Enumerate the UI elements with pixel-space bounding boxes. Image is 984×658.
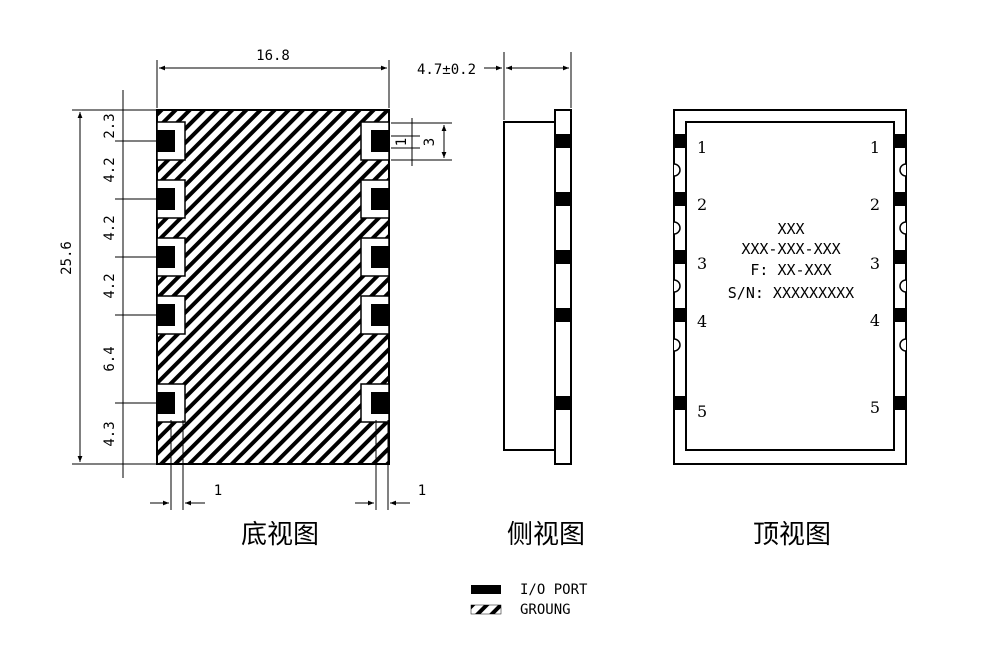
bottom-contact-left-3 bbox=[157, 246, 175, 268]
legend-swatch-io-port bbox=[471, 585, 501, 594]
top-pad-right-3 bbox=[894, 250, 906, 264]
side-lid bbox=[503, 121, 557, 451]
bottom-contact-right-5 bbox=[371, 392, 389, 414]
bottom-view: 16.8 25.6 2.3 4.2 4.2 4.2 6.4 4.3 bbox=[59, 48, 452, 550]
dim-width bbox=[156, 60, 390, 108]
dim-pad-width bbox=[150, 420, 410, 510]
legend-label-io-port: I/O PORT bbox=[520, 582, 588, 598]
side-pad-5 bbox=[555, 396, 571, 410]
top-notch-right-1 bbox=[899, 163, 907, 177]
pin-left-1: 1 bbox=[697, 138, 707, 157]
side-view: 4.7±0.2 侧视图 bbox=[417, 52, 585, 550]
pin-right-2: 2 bbox=[870, 195, 880, 214]
top-pad-right-5 bbox=[894, 396, 906, 410]
marking-line-1: XXX bbox=[777, 220, 804, 238]
bottom-contact-left-2 bbox=[157, 188, 175, 210]
dim-pad-size bbox=[391, 118, 452, 166]
pin-left-2: 2 bbox=[697, 195, 707, 214]
top-notch-left-1 bbox=[673, 163, 681, 177]
top-view-title: 顶视图 bbox=[753, 520, 831, 550]
pitch-label-2: 4.2 bbox=[102, 157, 118, 182]
bottom-contact-left-4 bbox=[157, 304, 175, 326]
legend-swatch-ground bbox=[470, 604, 502, 615]
bottom-contact-right-1 bbox=[371, 130, 389, 152]
top-notch-left-3 bbox=[673, 279, 681, 293]
top-pads bbox=[673, 134, 907, 410]
pitch-label-4: 4.2 bbox=[102, 273, 118, 298]
pitch-label-3: 4.2 bbox=[102, 215, 118, 240]
pin-right-5: 5 bbox=[870, 398, 880, 417]
side-view-title: 侧视图 bbox=[507, 520, 585, 550]
legend-label-ground: GROUNG bbox=[520, 602, 571, 618]
side-pad-3 bbox=[555, 250, 571, 264]
marking-line-2: XXX-XXX-XXX bbox=[741, 240, 840, 258]
top-pad-left-2 bbox=[674, 192, 686, 206]
bottom-body bbox=[156, 109, 390, 465]
dim-thickness-label: 4.7±0.2 bbox=[417, 62, 476, 78]
marking-line-4: S/N: XXXXXXXXX bbox=[728, 284, 854, 302]
dim-height-label: 25.6 bbox=[59, 241, 75, 275]
marking-line-3: F: XX-XXX bbox=[750, 261, 831, 279]
pin-left-3: 3 bbox=[697, 254, 707, 273]
dim-width-label: 16.8 bbox=[256, 48, 290, 64]
top-pad-left-5 bbox=[674, 396, 686, 410]
pad-size-inner-label: 1 bbox=[394, 138, 410, 146]
top-pad-left-1 bbox=[674, 134, 686, 148]
dim-thickness bbox=[484, 52, 572, 120]
top-inner-lid bbox=[685, 121, 895, 451]
pad-width-right-label: 1 bbox=[418, 483, 426, 499]
top-pad-right-2 bbox=[894, 192, 906, 206]
top-notch-right-2 bbox=[899, 221, 907, 235]
side-pads bbox=[555, 134, 571, 410]
pad-size-outer-label: 3 bbox=[422, 138, 438, 146]
pin-left-5: 5 bbox=[697, 402, 707, 421]
pitch-label-1: 2.3 bbox=[102, 113, 118, 138]
top-view: 1 2 3 4 5 1 2 3 4 5 XXX XXX-XXX-XXX F: X… bbox=[673, 109, 907, 550]
top-notch-left-2 bbox=[673, 221, 681, 235]
top-pad-right-4 bbox=[894, 308, 906, 322]
top-pad-left-3 bbox=[674, 250, 686, 264]
pitch-label-5: 6.4 bbox=[102, 346, 118, 371]
pin-right-1: 1 bbox=[870, 138, 880, 157]
side-pad-4 bbox=[555, 308, 571, 322]
pitch-label-6: 4.3 bbox=[102, 421, 118, 446]
side-pad-2 bbox=[555, 192, 571, 206]
bottom-contact-right-3 bbox=[371, 246, 389, 268]
pin-right-4: 4 bbox=[870, 311, 880, 330]
bottom-contact-left-1 bbox=[157, 130, 175, 152]
side-base bbox=[554, 109, 572, 465]
top-pad-right-1 bbox=[894, 134, 906, 148]
top-pad-left-4 bbox=[674, 308, 686, 322]
pin-right-3: 3 bbox=[870, 254, 880, 273]
bottom-contact-left-5 bbox=[157, 392, 175, 414]
side-pad-1 bbox=[555, 134, 571, 148]
pin-left-4: 4 bbox=[697, 312, 707, 331]
top-notch-right-3 bbox=[899, 279, 907, 293]
bottom-contact-right-2 bbox=[371, 188, 389, 210]
dim-pitch-chain bbox=[115, 90, 165, 478]
bottom-view-title: 底视图 bbox=[241, 520, 319, 550]
pad-width-left-label: 1 bbox=[214, 483, 222, 499]
top-notch-left-4 bbox=[673, 338, 681, 352]
bottom-contact-right-4 bbox=[371, 304, 389, 326]
legend: I/O PORT GROUNG bbox=[470, 582, 588, 618]
top-notch-right-4 bbox=[899, 338, 907, 352]
